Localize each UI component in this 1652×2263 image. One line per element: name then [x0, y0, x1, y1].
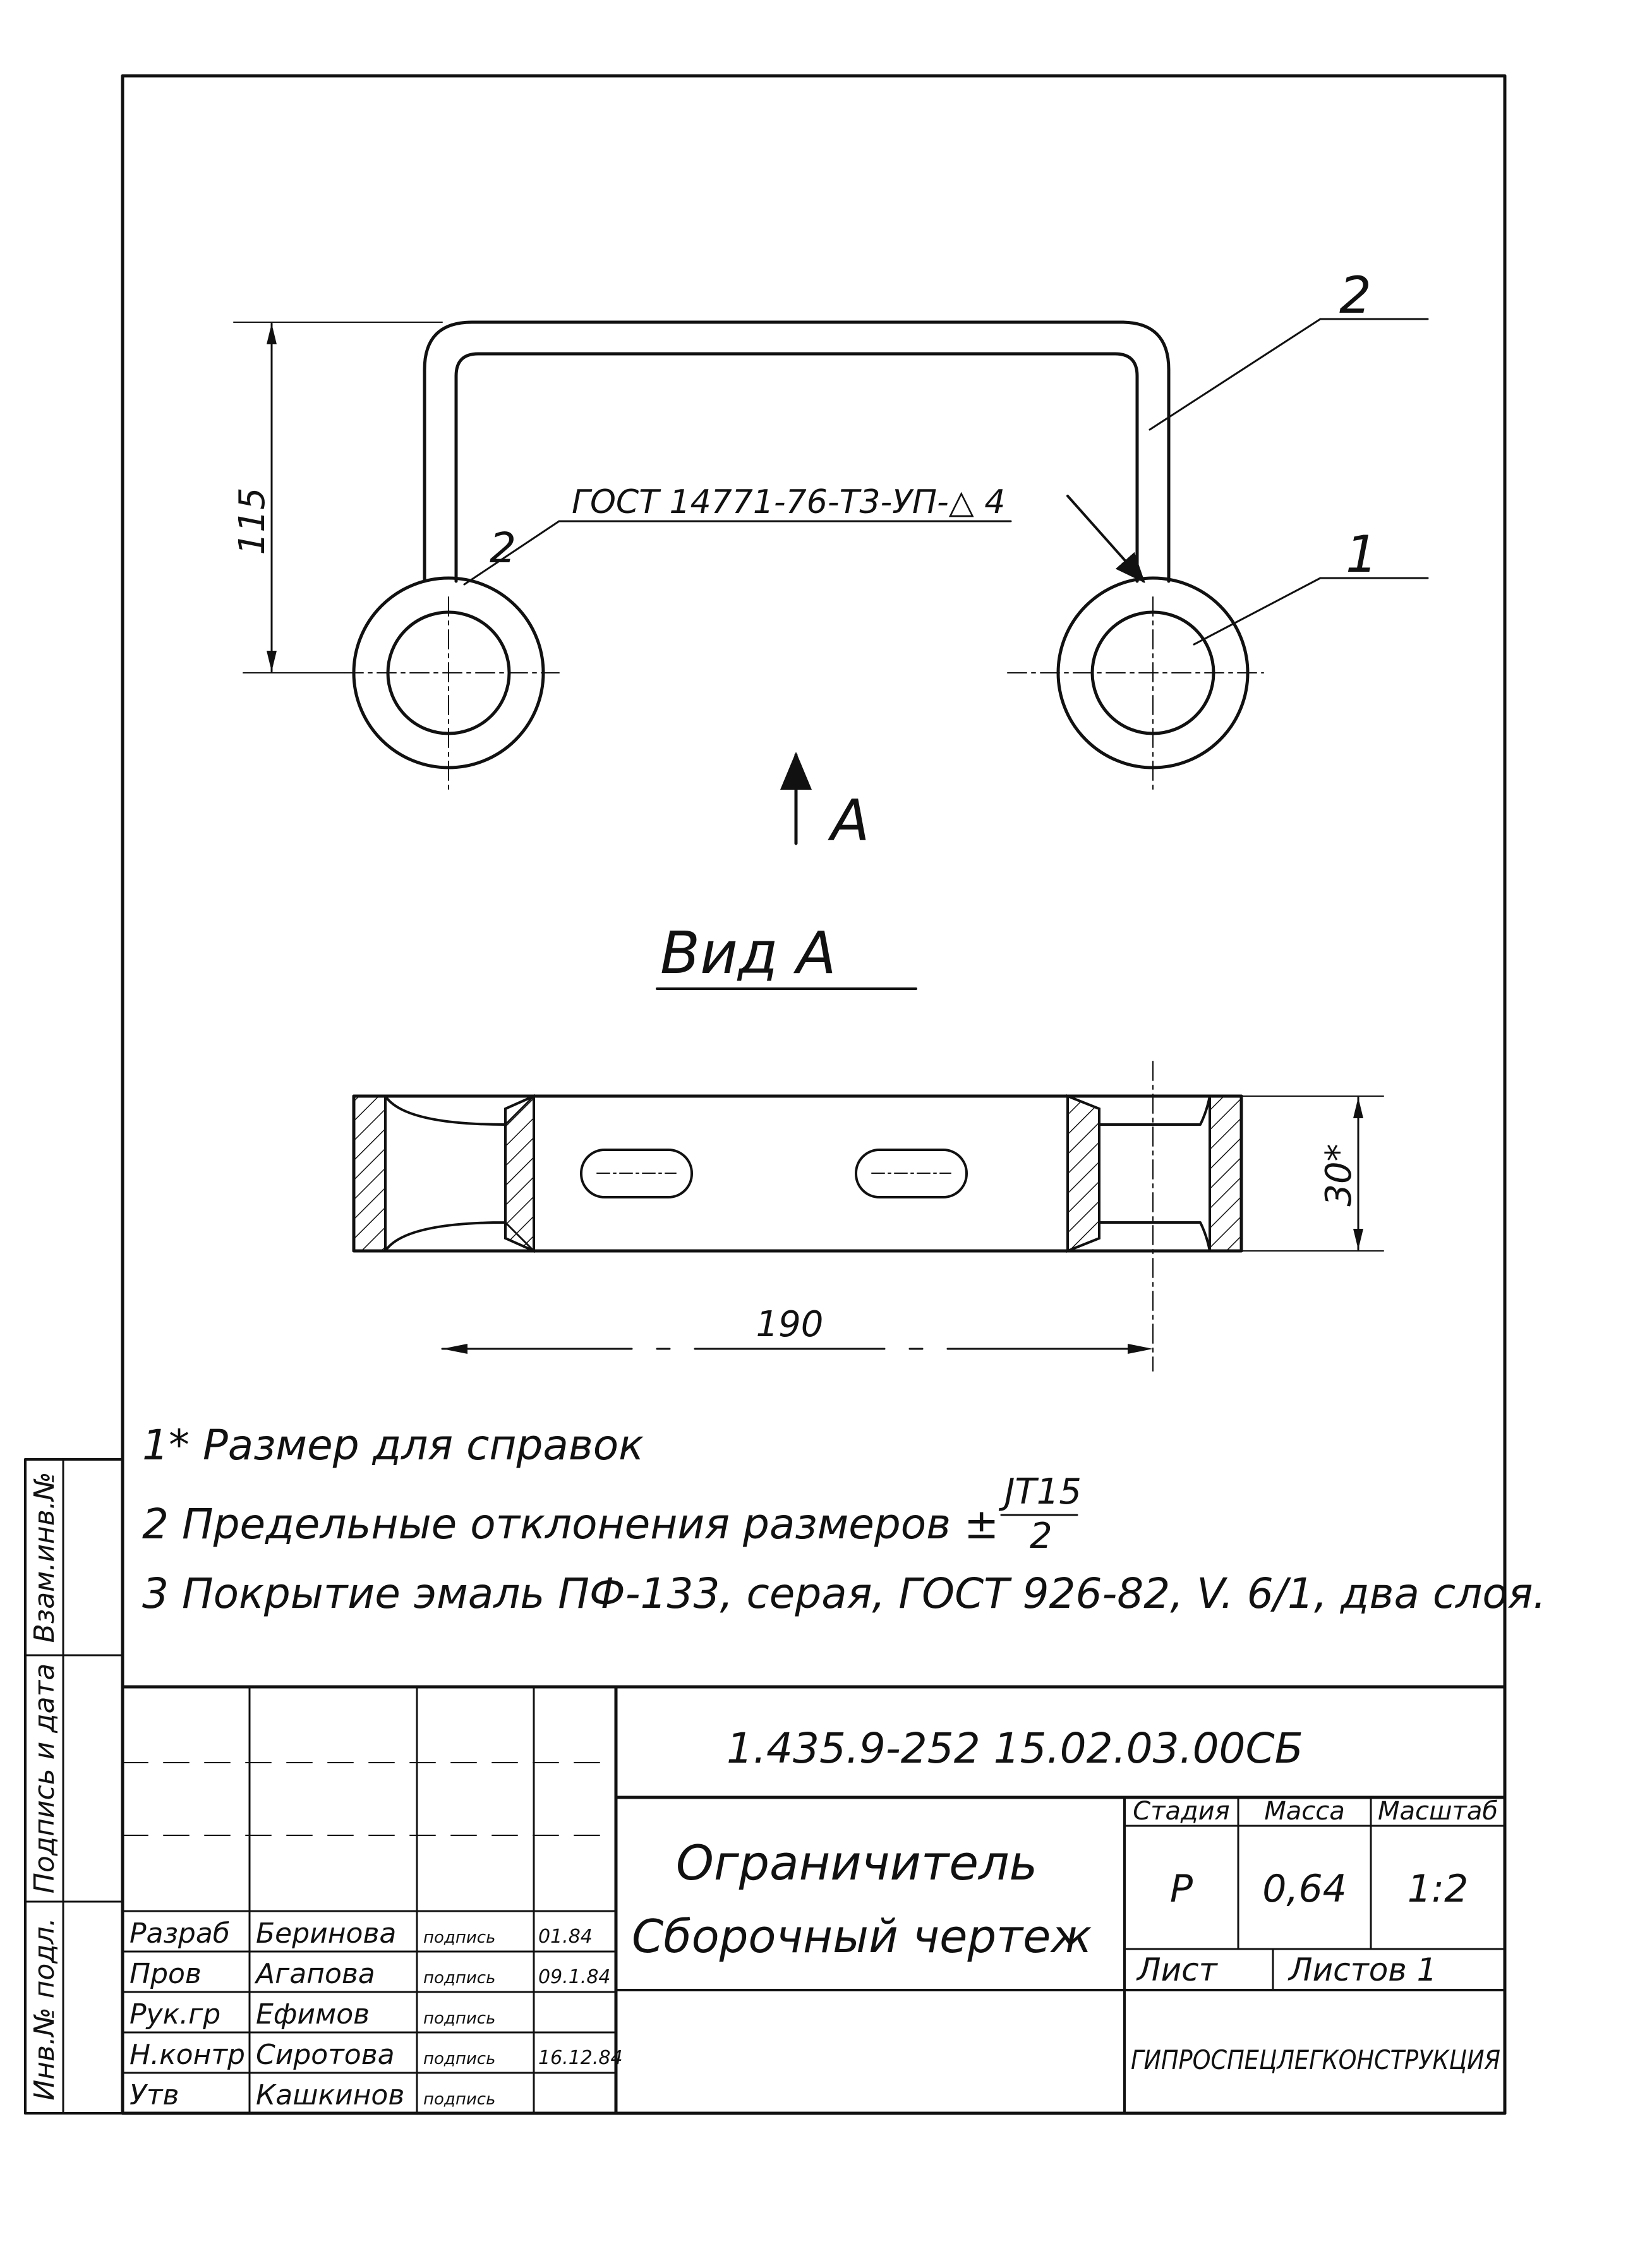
stage-value: Р — [1170, 1867, 1193, 1911]
scale-value: 1:2 — [1408, 1867, 1469, 1911]
bent-bar-inner — [454, 352, 1139, 583]
row-role: Утв — [130, 2079, 179, 2111]
organization: ГИПРОСПЕЦЛЕГКОНСТРУКЦИЯ — [1131, 2044, 1500, 2075]
personnel-row: Рук.гр Ефимов подпись — [130, 1998, 495, 2031]
row-sign: подпись — [423, 1928, 495, 1947]
ring-left-inner — [386, 610, 511, 735]
leader-2-top-label: 2 — [1339, 266, 1372, 325]
bent-bar-outer — [423, 320, 1171, 583]
weld-arrow — [1066, 495, 1145, 583]
left-section-hatch-outer — [353, 1095, 387, 1252]
side-inv-sub: Взам.инв.№ — [28, 1472, 61, 1643]
weld-leader — [463, 520, 560, 586]
view-title: Вид А — [660, 919, 836, 987]
note-2-numerator: JT15 — [998, 1471, 1082, 1512]
dim-height-text: 115 — [232, 488, 273, 555]
note-2: 2 Предельные отклонения размеров ± — [142, 1500, 999, 1548]
row-sign: подпись — [423, 1969, 495, 1988]
col-scale: Масштаб — [1378, 1797, 1498, 1826]
slot-right — [855, 1149, 968, 1198]
row-date: 16.12.84 — [538, 2047, 623, 2069]
row-name: Кашкинов — [256, 2079, 404, 2111]
sheet-label: Лист — [1136, 1952, 1219, 1988]
leader-1 — [1193, 577, 1322, 646]
row-name: Агапова — [254, 1958, 375, 1990]
leader-1-label: 1 — [1346, 525, 1378, 584]
ring-right-inner — [1090, 610, 1215, 735]
title-block: 1.435.9-252 15.02.03.00СБ Ограничитель С… — [121, 1685, 1507, 2115]
right-section-hatch-outer — [1209, 1095, 1243, 1252]
personnel-row: Разраб Беринова подпись 01.84 — [130, 1917, 593, 1950]
row-name: Ефимов — [256, 1998, 370, 2031]
weld-note: ГОСТ 14771-76-Т3-УП-△ 4 — [572, 483, 1005, 521]
ring-right-outer — [1056, 576, 1250, 769]
ring-left-outer — [352, 576, 545, 769]
view-a: Вид А 30* 190 — [352, 919, 1384, 1372]
row-role: Разраб — [130, 1917, 230, 1950]
col-mass: Масса — [1264, 1797, 1345, 1826]
weld-leader-label: 2 — [490, 524, 516, 572]
row-role: Рук.гр — [130, 1998, 220, 2031]
technical-notes: 1* Размер для справок 2 Предельные откло… — [142, 1421, 1546, 1618]
mass-value: 0,64 — [1262, 1867, 1347, 1911]
personnel-row: Н.контр Сиротова подпись 16.12.84 — [130, 2039, 623, 2071]
row-sign: подпись — [423, 2009, 495, 2028]
view-arrow-label: А — [828, 788, 870, 854]
row-name: Сиротова — [256, 2039, 395, 2071]
note-1: 1* Размер для справок — [142, 1421, 644, 1469]
view-a-body — [352, 1094, 1243, 1253]
part-name: Ограничитель — [676, 1835, 1037, 1891]
row-name: Беринова — [256, 1917, 396, 1950]
leader-2-top — [1149, 318, 1322, 431]
drawing-type: Сборочный чертеж — [632, 1910, 1092, 1963]
slot-left — [580, 1149, 693, 1198]
col-stage: Стадия — [1133, 1797, 1229, 1826]
row-date: 01.84 — [538, 1926, 593, 1948]
row-date: 09.1.84 — [538, 1966, 611, 1988]
note-3: 3 Покрытие эмаль ПФ-133, серая, ГОСТ 926… — [142, 1569, 1546, 1618]
side-sign-date: Подпись и дата — [28, 1663, 61, 1893]
dim-length-text: 190 — [756, 1304, 824, 1345]
right-section-hatch-inner — [1066, 1094, 1100, 1253]
side-inv-orig: Инв.№ подл. — [28, 1917, 61, 2101]
side-strip: Взам.инв.№ Подпись и дата Инв.№ подл. — [24, 1458, 124, 2115]
personnel-row: Пров Агапова подпись 09.1.84 — [130, 1958, 611, 1990]
dim-thickness-text: 30* — [1318, 1144, 1360, 1206]
designation: 1.435.9-252 15.02.03.00СБ — [727, 1724, 1303, 1773]
row-sign: подпись — [423, 2090, 495, 2109]
row-sign: подпись — [423, 2049, 495, 2068]
personnel-row: Утв Кашкинов подпись — [130, 2079, 495, 2111]
front-view: 2 1 2 ГОСТ 14771-76-Т3-УП-△ 4 115 А — [232, 266, 1429, 854]
row-role: Н.контр — [130, 2039, 245, 2071]
note-2-denominator: 2 — [1030, 1516, 1052, 1557]
sheets-label: Листов 1 — [1287, 1952, 1437, 1988]
row-role: Пров — [130, 1958, 202, 1990]
